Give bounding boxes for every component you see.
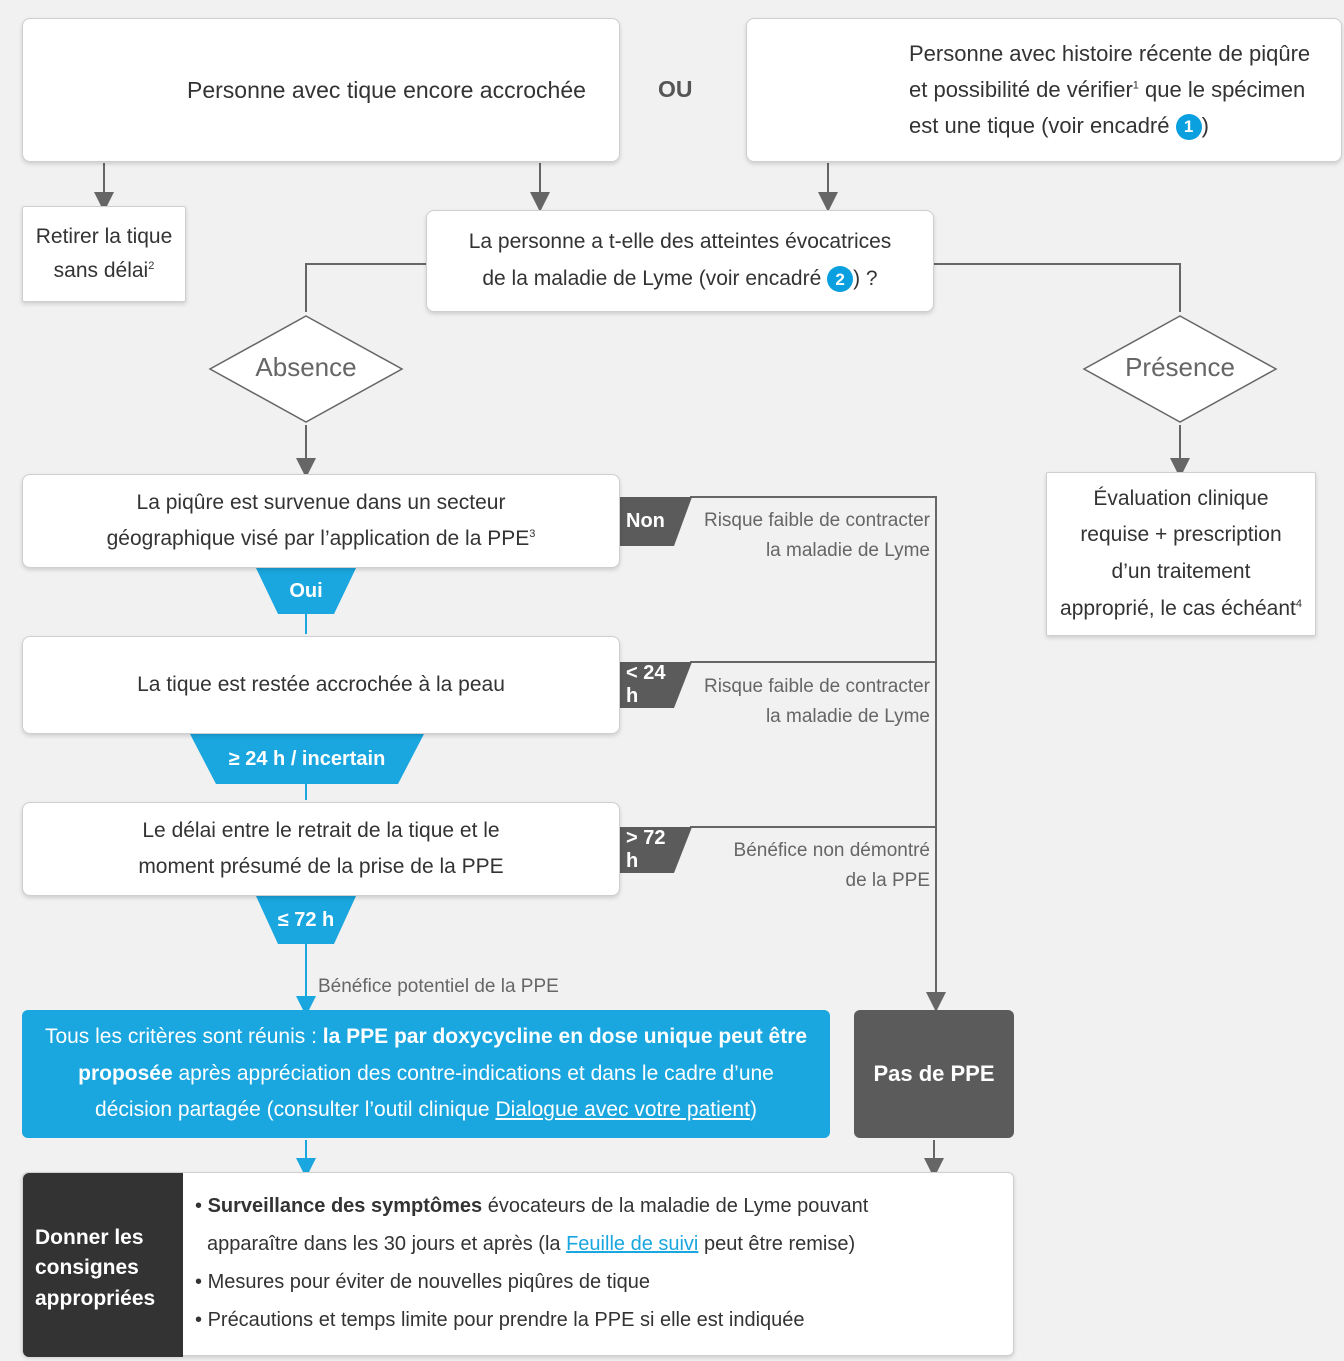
instruction-item-2: • Mesures pour éviter de nouvelles piqûr… [195,1271,651,1293]
recent-bite-line3-end: ) [1201,113,1209,139]
instr1-rest: évocateurs de la maladie de Lyme pouvant [482,1195,869,1217]
risk-low-1-line2: la maladie de Lyme [765,540,930,562]
instr1-line2a: apparaître dans les 30 jours et après (l… [207,1233,567,1255]
tab-72h-or-less: ≤ 72 h [277,908,335,931]
tab-24-yes-shape [190,734,424,784]
ppe-text-b: la PPE par doxycycline en dose unique pe… [322,1024,808,1048]
presence-label: Présence [1125,352,1235,382]
or-label: OU [658,76,693,102]
diamond-absence [208,315,404,423]
benefit-not-shown-line2: de la PPE [845,870,931,892]
tab-more-72h: > 72 h [626,827,666,872]
risk-low-2-line2: la maladie de Lyme [765,706,930,728]
instr3-text: Précautions et temps limite pour prendre… [207,1309,805,1331]
step2-line1: La tique est restée accrochée à la peau [137,673,505,697]
tab-oui-shape [256,568,356,614]
tab-oui: Oui [289,579,323,602]
line-risk-main [690,496,946,1012]
eval-line2: requise + prescription [1080,523,1282,547]
no-ppe-box: Pas de PPE [854,1010,1014,1138]
instr2-text: Mesures pour éviter de nouvelles piqûres… [207,1271,651,1293]
remove-tick-line2: sans délai [53,259,149,282]
remove-tick-box: Retirer la tique sans délai2 [22,206,186,302]
badge-1[interactable]: 1 [1175,114,1202,141]
badge-2[interactable]: 2 [827,266,854,293]
clinical-evaluation-box: Évaluation clinique requise + prescripti… [1046,472,1316,636]
tick-attached-duration-box: La tique est restée accrochée à la peau [22,636,620,734]
dialogue-patient-link[interactable]: Dialogue avec votre patient [495,1098,750,1122]
ppe-text-d: après appréciation des contre-indication… [172,1061,774,1085]
geographic-area-box: La piqûre est survenue dans un secteur g… [22,474,620,568]
benefit-not-shown-line1: Bénéfice non démontré [733,840,930,861]
recent-bite-line1: Personne avec histoire récente de piqûre [909,40,1311,66]
footnote-4: 4 [1295,597,1302,610]
step1-line2: géographique visé par l’application de l… [106,527,530,550]
tab-72-yes-shape [256,896,356,944]
ppe-text-e: décision partagée (consulter l’outil cli… [95,1098,496,1122]
line-to-presence [933,263,1181,312]
instr1-line2b: peut être remise) [698,1233,856,1255]
question-line2-end: ) ? [853,267,878,290]
footnote-3: 3 [529,528,536,540]
tab-72-shape [620,827,692,873]
instr1-bold: Surveillance des symptômes [207,1195,483,1217]
footnote-1: 1 [1132,79,1139,92]
eval-line4: approprié, le cas échéant [1060,596,1296,620]
benefit-not-shown: Bénéfice non démontré de la PPE [660,836,930,897]
instructions-head3: appropriées [35,1286,156,1310]
ppe-text-f: ) [749,1098,757,1122]
recent-bite-line2b: que le spécimen [1138,76,1306,102]
tab-non: Non [626,510,665,532]
line-to-absence [305,263,428,312]
instruction-item-3: • Précautions et temps limite pour prend… [195,1309,805,1331]
ppe-text-a: Tous les critères sont réunis : [44,1024,323,1048]
step3-line1: Le délai entre le retrait de la tique et… [142,819,500,843]
question-line1: La personne a t-elle des atteintes évoca… [468,230,892,254]
tab-24h-uncertain: ≥ 24 h / incertain [228,747,386,770]
tab-less-24h: < 24 h [626,662,666,707]
delay-box: Le délai entre le retrait de la tique et… [22,802,620,896]
eval-line3: d’un traitement [1111,560,1251,583]
lyme-question-box: La personne a t-elle des atteintes évoca… [426,210,934,312]
ppe-text-c: proposée [78,1061,173,1085]
recent-bite-line2a: et possibilité de vérifier [909,76,1133,102]
recent-bite-box: Personne avec histoire récente de piqûre… [746,18,1342,162]
step3-line2: moment présumé de la prise de la PPE [138,855,504,878]
instructions-list: • Surveillance des symptômes évocateurs … [195,1187,868,1339]
absence-label: Absence [255,352,357,382]
instruction-item-1-cont: apparaître dans les 30 jours et après (l… [195,1225,868,1263]
remove-tick-line1: Retirer la tique [35,225,173,249]
risk-low-2: Risque faible de contracter la maladie d… [660,672,930,733]
tab-non-shape [620,497,692,546]
instructions-panel: Donner les consignes appropriées • Surve… [22,1172,1014,1357]
recent-bite-text: Personne avec histoire récente de piqûre… [909,36,1310,145]
tick-attached-label: Personne avec tique encore accrochée [187,76,586,103]
follow-up-sheet-link[interactable]: Feuille de suivi [566,1233,699,1255]
recent-bite-line3: est une tique (voir encadré [909,113,1176,139]
eval-line1: Évaluation clinique [1093,486,1269,510]
tab-24-shape [620,662,692,708]
footnote-2: 2 [148,260,155,272]
question-line2: de la maladie de Lyme (voir encadré [482,267,828,290]
instruction-item-1: • Surveillance des symptômes évocateurs … [195,1195,869,1217]
ppe-proposed-box: Tous les critères sont réunis : la PPE p… [22,1010,830,1138]
tick-attached-box: Personne avec tique encore accrochée [22,18,620,162]
instructions-head1: Donner les [35,1226,144,1249]
risk-low-1: Risque faible de contracter la maladie d… [660,506,930,567]
potential-benefit-label: Bénéfice potentiel de la PPE [318,976,559,997]
risk-low-2-line1: Risque faible de contracter [703,676,930,697]
risk-low-1-line1: Risque faible de contracter [703,510,930,531]
instructions-head2: consignes [35,1256,139,1280]
diamond-presence [1082,315,1278,423]
instructions-heading: Donner les consignes appropriées [23,1173,183,1357]
step1-line1: La piqûre est survenue dans un secteur [136,491,506,515]
